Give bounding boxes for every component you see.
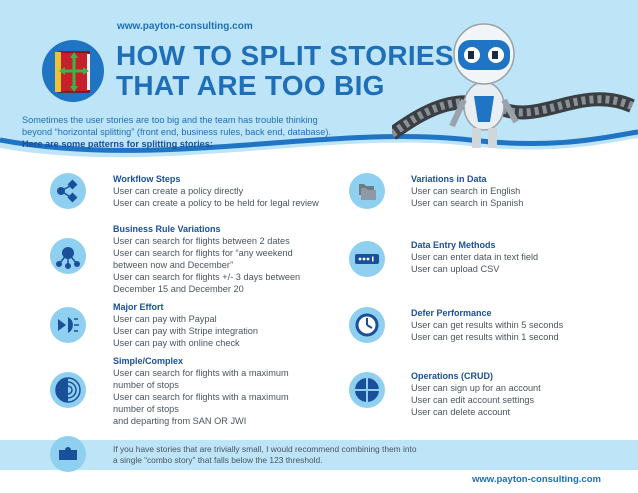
clock-icon: [349, 307, 385, 343]
footer-band: [0, 440, 638, 470]
section-line: User can create a policy to be held for …: [113, 198, 319, 208]
section-line: User can enter data in text field: [411, 252, 539, 262]
intro-bold-line: Here are some patterns for splitting sto…: [22, 139, 213, 149]
footer-note-line-2: a single “combo story” that falls below …: [113, 455, 323, 465]
section-lines-variations-data: User can search in English User can sear…: [411, 185, 523, 209]
section-line: User can upload CSV: [411, 264, 500, 274]
section-line: User can sign up for an account: [411, 383, 541, 393]
section-line: User can get results within 5 seconds: [411, 320, 564, 330]
section-line: User can pay with Stripe integration: [113, 326, 259, 336]
section-lines-data-entry: User can enter data in text field User c…: [411, 251, 538, 275]
section-line: User can delete account: [411, 407, 511, 417]
section-line: User can pay with online check: [113, 338, 240, 348]
section-title-major-effort: Major Effort: [113, 302, 164, 312]
header-url[interactable]: www.payton-consulting.com: [117, 21, 253, 32]
intro-text: Sometimes the user stories are too big a…: [22, 114, 382, 150]
simple-complex-icon: [50, 372, 86, 408]
intro-line-2: beyond “horizontal splitting” (front end…: [22, 127, 331, 137]
section-lines-major-effort: User can pay with Paypal User can pay wi…: [113, 313, 258, 349]
section-lines-workflow: User can create a policy directly User c…: [113, 185, 319, 209]
header-wave: [0, 129, 638, 168]
section-lines-business-rules: User can search for flights between 2 da…: [113, 235, 300, 295]
page-title: HOW TO SPLIT STORIES THAT ARE TOO BIG: [116, 41, 454, 101]
major-effort-icon: [50, 307, 86, 343]
section-line: User can search for flights between 2 da…: [113, 236, 290, 246]
section-line: and departing from SAN OR JWI: [113, 416, 247, 426]
section-title-data-entry: Data Entry Methods: [411, 240, 496, 250]
business-rule-icon: [50, 238, 86, 274]
section-line: number of stops: [113, 404, 179, 414]
section-line: User can search for flights with a maxim…: [113, 368, 289, 378]
section-line: number of stops: [113, 380, 179, 390]
section-title-simple-complex: Simple/Complex: [113, 356, 184, 366]
section-line: User can get results within 1 second: [411, 332, 559, 342]
puzzle-icon: [50, 436, 86, 472]
section-title-variations-data: Variations in Data: [411, 174, 487, 184]
section-line: User can search for flights +/- 3 days b…: [113, 272, 301, 282]
intro-line-1: Sometimes the user stories are too big a…: [22, 115, 318, 125]
workflow-icon: [50, 173, 86, 209]
section-lines-crud: User can sign up for an account User can…: [411, 382, 541, 418]
footer-note-line-1: If you have stories that are trivially s…: [113, 444, 417, 454]
section-lines-simple-complex: User can search for flights with a maxim…: [113, 367, 289, 427]
data-entry-icon: [349, 241, 385, 277]
section-line: December 15 and December 20: [113, 284, 244, 294]
section-line: User can pay with Paypal: [113, 314, 217, 324]
section-line: User can search in English: [411, 186, 521, 196]
section-title-crud: Operations (CRUD): [411, 371, 494, 381]
section-title-business-rules: Business Rule Variations: [113, 224, 221, 234]
footer-note: If you have stories that are trivially s…: [113, 444, 513, 466]
title-line-2: THAT ARE TOO BIG: [116, 70, 385, 101]
title-line-1: HOW TO SPLIT STORIES: [116, 40, 454, 71]
footer-url[interactable]: www.payton-consulting.com: [472, 474, 601, 485]
section-title-defer-performance: Defer Performance: [411, 308, 492, 318]
section-line: User can search for flights with a maxim…: [113, 392, 289, 402]
section-line: between now and December”: [113, 260, 234, 270]
section-title-workflow: Workflow Steps: [113, 174, 181, 184]
folders-icon: [349, 173, 385, 209]
section-line: User can edit account settings: [411, 395, 535, 405]
section-line: User can create a policy directly: [113, 186, 244, 196]
section-line: User can search for flights for “any wee…: [113, 248, 293, 258]
header-band: [0, 0, 638, 158]
book-icon: [42, 40, 104, 102]
section-lines-defer-performance: User can get results within 5 seconds Us…: [411, 319, 563, 343]
crud-icon: [349, 372, 385, 408]
section-line: User can search in Spanish: [411, 198, 524, 208]
robot-illustration: [392, 23, 635, 148]
